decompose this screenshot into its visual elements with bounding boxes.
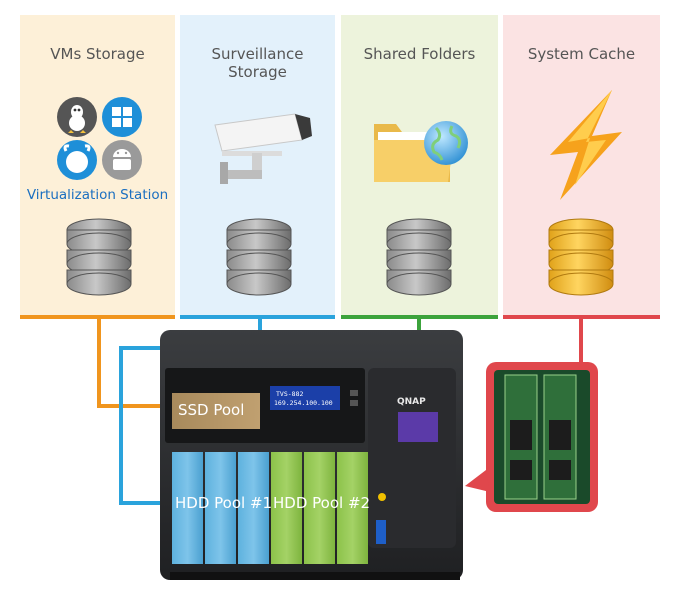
column-title-vms: VMs Storage <box>50 45 145 63</box>
hdd-pool-1-bays <box>172 452 269 564</box>
android-icon <box>102 140 142 180</box>
virtualization-station-label: Virtualization Station <box>26 187 169 203</box>
camera-icon <box>214 113 312 184</box>
column-title-cache: System Cache <box>527 45 636 63</box>
usb-port <box>376 520 386 544</box>
database-surveillance-icon <box>226 218 292 296</box>
freebsd-icon <box>57 140 97 180</box>
column-title-surveillance: Surveillance Storage <box>211 45 304 81</box>
vms-connector <box>97 317 172 408</box>
m2-ssd-card-panel <box>465 362 598 512</box>
lcd-panel <box>270 386 340 410</box>
column-title-shared: Shared Folders <box>363 45 476 63</box>
windows-icon <box>102 97 142 137</box>
power-button[interactable] <box>378 493 386 501</box>
nas-brand-label: QNAP <box>397 397 426 407</box>
database-cache-icon <box>548 218 614 296</box>
hdd-pool-2-label: HDD Pool #2 <box>273 494 371 512</box>
lcd-line-1: TVS-882 <box>276 390 303 398</box>
lightning-icon <box>550 90 622 200</box>
lcd-line-2: 169.254.100.100 <box>274 399 333 407</box>
database-vms-icon <box>66 218 132 296</box>
hdd-pool-2-bays <box>271 452 368 564</box>
globe-icon <box>424 121 468 165</box>
ssd-pool-label: SSD Pool <box>178 401 245 419</box>
linux-icon <box>57 97 97 137</box>
intel-sticker <box>398 412 438 442</box>
database-shared-icon <box>386 218 452 296</box>
ssd-pool-bay <box>172 393 260 429</box>
hdd-pool-1-label: HDD Pool #1 <box>175 494 273 512</box>
